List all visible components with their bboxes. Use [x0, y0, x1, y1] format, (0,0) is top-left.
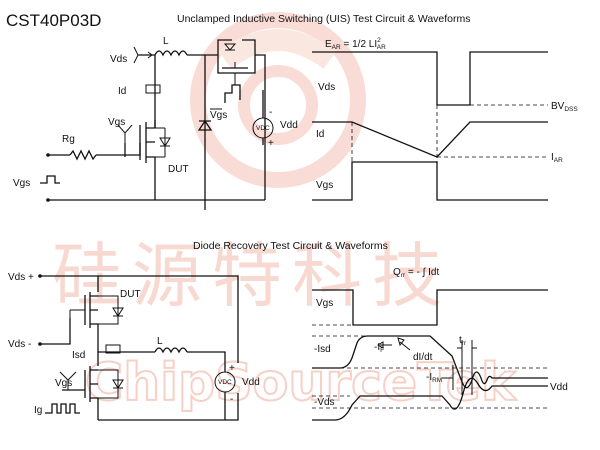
svg-text:IAR: IAR	[551, 152, 563, 164]
diode-wave-isd-label: -Isd	[314, 344, 331, 355]
uis-rg-label: Rg	[62, 134, 75, 145]
irm-sub: RM	[432, 377, 442, 384]
qrr-sub: rr	[401, 272, 406, 279]
diode-vdc-plus: +	[229, 363, 235, 374]
diode-ig-label: Ig	[34, 405, 42, 416]
qrr-rest: = - ∫ Idt	[405, 267, 439, 278]
top-switch-gate-pulse-icon	[224, 84, 241, 103]
uis-mosfet-icon	[139, 120, 171, 170]
diode-wave-vdd-label: Vdd	[550, 382, 568, 393]
irm-main: -I	[426, 372, 432, 383]
diode-wave-vgs-label: Vgs	[316, 298, 333, 309]
svg-text:BVDSS: BVDSS	[551, 101, 578, 113]
uis-ear-sub: AR	[332, 44, 341, 51]
uis-inductor-icon	[154, 50, 188, 57]
watermark: 硅源特科技 ChipSourceTek	[52, 12, 518, 414]
trr-sub: rr	[462, 340, 467, 347]
diode-vds-plus-label: Vds +	[8, 272, 34, 283]
uis-vds-label: Vds	[110, 54, 127, 65]
diode-wave-vds-label: -Vds	[314, 397, 335, 408]
svg-text:VDC: VDC	[256, 125, 270, 132]
svg-text:+: +	[268, 138, 274, 149]
uis-vgs-trace	[312, 161, 548, 201]
trr-main: t	[459, 335, 462, 346]
ig-pulse-icon	[45, 403, 80, 414]
iar-sub: AR	[554, 157, 563, 164]
diode-isd-trace	[312, 335, 548, 389]
watermark-latin: ChipSourceTek	[85, 353, 517, 413]
diode-circuit: VDC + - Vds + DUT Vds - Isd L Vgs Vdd Ig	[8, 272, 260, 421]
uis-top-switch-icon	[205, 39, 266, 200]
uis-ear-sup: 2	[377, 37, 381, 44]
uis-title: Unclamped Inductive Switching (UIS) Test…	[177, 13, 471, 25]
uis-vgs-pulse-icon	[40, 175, 60, 184]
svg-text:-IF: -IF	[374, 342, 384, 354]
if-main: -I	[374, 342, 380, 353]
diode-inductor-icon	[154, 347, 188, 354]
uis-ear-e: E	[325, 39, 332, 50]
uis-ear-rest: = 1/2 LI	[341, 39, 377, 50]
svg-text:Qrr = - ∫ Idt: Qrr = - ∫ Idt	[393, 267, 439, 279]
uis-circuit: VDC - + Vds Id Vgs Rg DUT Vgs L Vgs Vdd	[13, 36, 298, 210]
svg-text:VDC: VDC	[218, 379, 232, 386]
uis-vgs-driver-label: Vgs	[210, 110, 227, 121]
uis-ear-sub2: AR	[377, 44, 386, 51]
uis-id-label: Id	[118, 86, 126, 97]
vds-terminal-arrow-icon	[133, 46, 153, 64]
rg-resistor-icon	[69, 149, 97, 161]
uis-inductor-label: L	[163, 36, 169, 47]
uis-dut-label: DUT	[168, 164, 189, 175]
uis-vdc-source-icon: VDC - +	[252, 90, 274, 149]
didt-label: dI/dt	[413, 352, 433, 363]
diode-isd-label: Isd	[72, 350, 85, 361]
diode-dut-label: DUT	[120, 289, 141, 300]
uis-vds-trace	[312, 51, 548, 106]
if-sub: F	[380, 347, 384, 354]
uis-wave-vds-label: Vds	[318, 82, 335, 93]
iar-main: I	[551, 152, 554, 163]
diode-vdc-source-icon: VDC + -	[214, 351, 236, 420]
current-sense-resistor	[145, 84, 161, 94]
uis-wave-vgs-label: Vgs	[316, 180, 333, 191]
svg-text:-IRM: -IRM	[426, 372, 442, 384]
diode-recovery-title: Diode Recovery Test Circuit & Waveforms	[193, 240, 388, 252]
diode-inductor-label: L	[157, 336, 163, 347]
uis-vdd-label: Vdd	[280, 120, 298, 131]
part-number: CST40P03D	[6, 11, 101, 30]
svg-text:-: -	[269, 107, 272, 118]
uis-vgs-gate-label: Vgs	[108, 117, 125, 128]
diode-vdd-label: Vdd	[242, 377, 260, 388]
diode-vgs-trace	[312, 289, 548, 326]
isd-sense-resistor	[105, 344, 121, 354]
bvdss-sub: DSS	[564, 106, 578, 113]
diode-dut-mosfet-icon	[69, 276, 124, 340]
diode-lower-mosfet-icon	[62, 352, 124, 420]
uis-wave-id-label: Id	[316, 129, 324, 140]
diode-vds-minus-label: Vds -	[8, 339, 31, 350]
diode-vgs-label: Vgs	[55, 378, 72, 389]
diode-vdc-minus: -	[230, 394, 233, 405]
vgs-probe-icon	[117, 124, 133, 143]
diode-vgs-probe-icon	[59, 371, 77, 390]
diode-waveforms: Qrr = - ∫ Idt Vgs -Isd -IF dI/dt trr -IR…	[312, 267, 568, 421]
svg-text:trr: trr	[459, 335, 467, 347]
uis-vgs-source-label: Vgs	[13, 178, 30, 189]
bvdss-main: BV	[551, 101, 565, 112]
uis-diode-icon	[197, 119, 213, 131]
diode-vds-trace	[312, 377, 548, 421]
qrr-main: Q	[393, 267, 401, 278]
